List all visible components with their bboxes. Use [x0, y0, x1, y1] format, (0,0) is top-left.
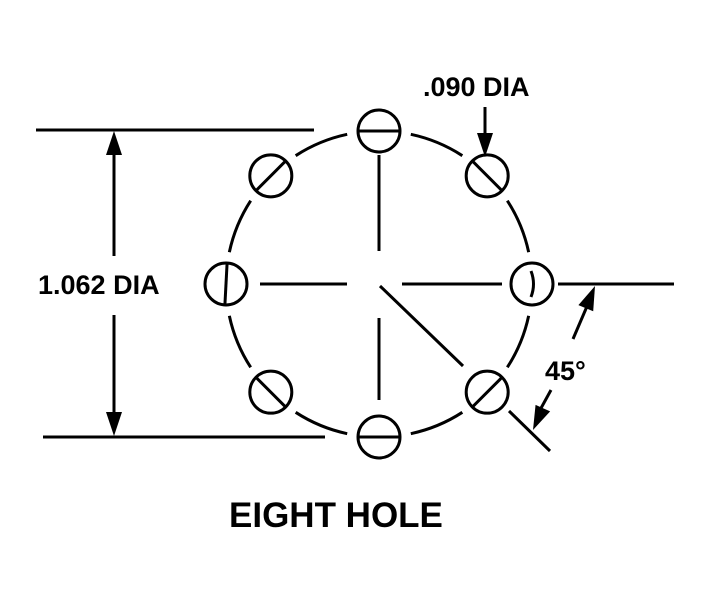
bolt-circle-arc	[227, 315, 252, 369]
hole-slot-lower-left	[254, 376, 287, 409]
dimension-arrow-up	[106, 131, 122, 155]
hole-diameter-label: .090 DIA	[423, 72, 530, 102]
bolt-circle-diameter-label: 1.062 DIA	[38, 270, 160, 300]
bolt-circle-arc	[294, 132, 348, 157]
hole-slot-left	[223, 262, 229, 306]
hole-upper-right	[464, 153, 510, 199]
hole-slot-right	[529, 270, 535, 298]
hole-right	[509, 261, 555, 307]
bolt-circle-arc	[294, 411, 348, 436]
bolt-circle-arc	[506, 315, 531, 369]
hole-slot-upper-left	[254, 159, 287, 192]
hole-upper-left	[248, 153, 294, 199]
hole-slot-lower-right	[471, 376, 504, 409]
angle-arrow-lower	[533, 404, 551, 430]
radial-line-45	[378, 284, 465, 368]
angle-dimension-line-lower	[538, 389, 553, 411]
extension-line-45	[507, 409, 552, 453]
bolt-circle-arc	[227, 199, 252, 253]
hole-diameter-arrow	[477, 133, 493, 157]
angle-label: 45°	[545, 356, 586, 386]
hole-lower-left	[248, 369, 294, 415]
pattern-title: EIGHT HOLE	[229, 496, 443, 535]
angle-dimension-line-upper	[571, 303, 590, 340]
hole-lower-right	[464, 369, 510, 415]
hole-slot-upper-right	[471, 159, 504, 192]
bolt-circle-arc	[410, 411, 464, 436]
angle-arrow-upper	[578, 286, 595, 312]
bolt-circle-arc	[506, 199, 531, 253]
dimension-arrow-down	[106, 412, 122, 436]
bolt-circle-arc	[410, 132, 464, 157]
